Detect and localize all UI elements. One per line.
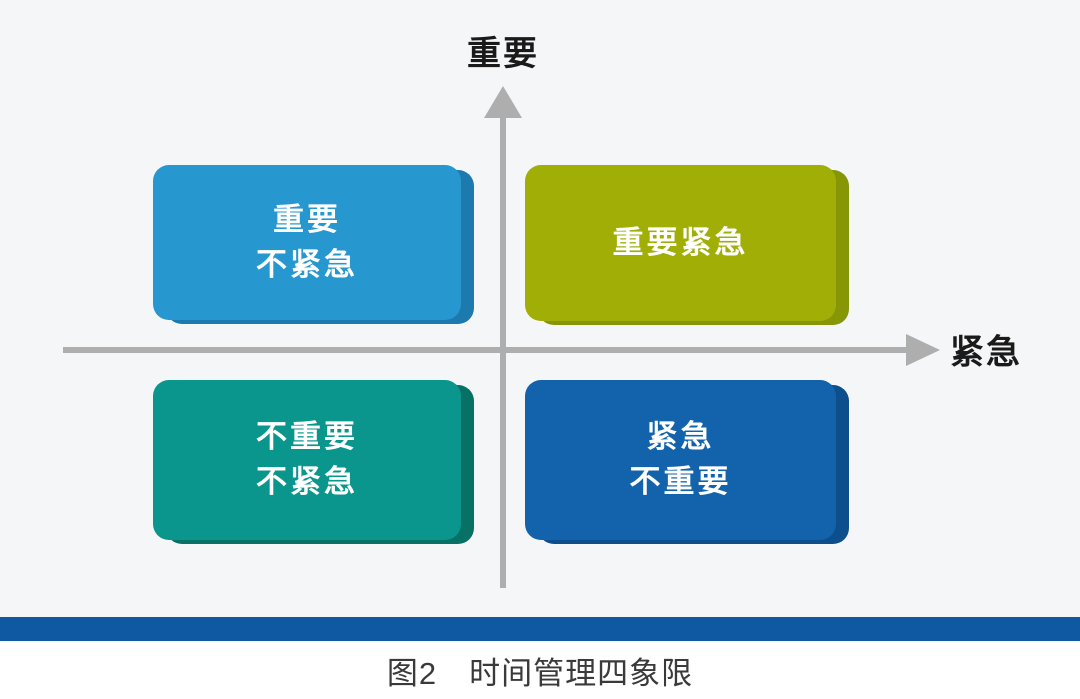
arrow-up-icon	[484, 86, 522, 118]
arrow-right-icon	[906, 334, 940, 366]
quadrant-face: 重要 不紧急	[153, 165, 461, 320]
quadrant-not-important-not-urgent: 不重要 不紧急	[153, 380, 474, 544]
x-axis-label: 紧急	[950, 333, 1022, 372]
quadrant-label-line1: 重要紧急	[612, 224, 749, 260]
quadrant-face: 重要紧急	[525, 165, 836, 321]
quadrant-label-line1: 重要	[273, 201, 341, 237]
quadrant-important-not-urgent: 重要 不紧急	[153, 165, 474, 324]
quadrant-face: 不重要 不紧急	[153, 380, 461, 540]
quadrant-label-line2: 不重要	[629, 464, 732, 499]
quadrant-face: 紧急 不重要	[525, 380, 836, 540]
quadrant-urgent-not-important: 紧急 不重要	[525, 380, 849, 544]
quadrant-label-line1: 紧急	[646, 419, 715, 455]
figure-caption: 图2 时间管理四象限	[386, 655, 694, 691]
bottom-divider-bar	[0, 617, 1080, 641]
quadrant-label-line1: 不重要	[256, 419, 358, 455]
quadrant-label-line2: 不紧急	[256, 246, 358, 282]
caption-area: 图2 时间管理四象限	[0, 641, 1080, 699]
x-axis-line	[63, 347, 908, 353]
quadrant-important-urgent: 重要紧急	[525, 165, 849, 325]
quadrant-label-line2: 不紧急	[256, 464, 358, 499]
y-axis-label: 重要	[467, 35, 539, 73]
